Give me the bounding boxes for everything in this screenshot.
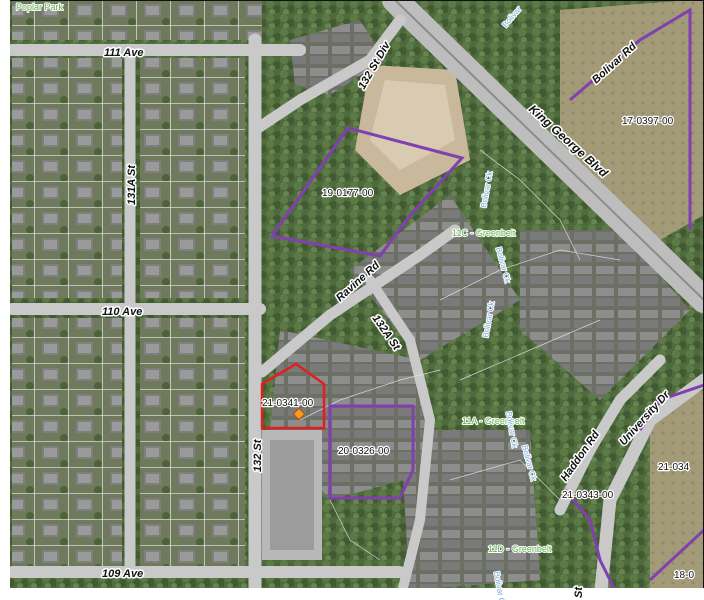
street-label-110-ave: 110 Ave <box>102 306 142 318</box>
parcel-20-0326-outline[interactable] <box>328 404 415 500</box>
roads <box>6 0 704 600</box>
subject-marker[interactable] <box>292 407 306 421</box>
subject-parcel-outline[interactable] <box>260 362 326 430</box>
street-label-111-ave: 111 Ave <box>104 47 144 59</box>
street-label-132-st: 132 St <box>252 438 264 472</box>
construction-site-inner <box>370 80 455 170</box>
left-margin <box>0 0 10 600</box>
parcel-label-21-0341: 21-0341-00 <box>262 398 314 409</box>
parcel-19-0177-outline[interactable] <box>269 126 465 258</box>
parcel-label-17-0397: 17-0397-00 <box>622 116 674 127</box>
park-label-11d: 11D - Greenbelt <box>488 544 552 554</box>
street-label-109-ave: 109 Ave <box>102 568 143 580</box>
block-north <box>12 0 262 40</box>
park-label-11c: 11C - Greenbelt <box>452 228 516 238</box>
block-west-4 <box>140 318 245 568</box>
block-west-2 <box>140 58 245 298</box>
parcel-label-21-0343: 21-0343-00 <box>562 490 614 501</box>
property-lines <box>299 149 621 561</box>
parcel-label-18-0: 18-0 <box>674 570 694 581</box>
parcel-label-19-0177: 19-0177-00 <box>322 188 374 199</box>
field-south-east <box>650 390 704 600</box>
apartment-building-roof <box>270 440 314 550</box>
townhouse-cluster-5 <box>400 430 540 590</box>
street-label-131a-st: 131A St <box>126 164 138 205</box>
block-west-1 <box>12 58 122 298</box>
block-west-3 <box>12 318 122 568</box>
street-label-st-partial: St <box>573 586 585 598</box>
bottom-margin <box>0 588 704 600</box>
parcel-label-20-0326: 20-0326-00 <box>338 446 390 457</box>
parcel-21-0343-outline[interactable] <box>563 489 622 600</box>
townhouse-cluster-1 <box>290 20 385 95</box>
townhouse-cluster-3 <box>520 230 690 400</box>
park-label-11a: 11A - Greenbelt <box>462 416 525 426</box>
parcel-18-0-outline[interactable] <box>648 528 704 582</box>
parcel-outlines <box>269 7 704 600</box>
parcel-label-21-034x: 21-034 <box>658 462 690 473</box>
parcel-21-034x-outline[interactable] <box>638 383 704 431</box>
parcel-17-0397-outline[interactable] <box>569 7 692 230</box>
park-label-poplar: Poplar Park <box>16 2 64 12</box>
